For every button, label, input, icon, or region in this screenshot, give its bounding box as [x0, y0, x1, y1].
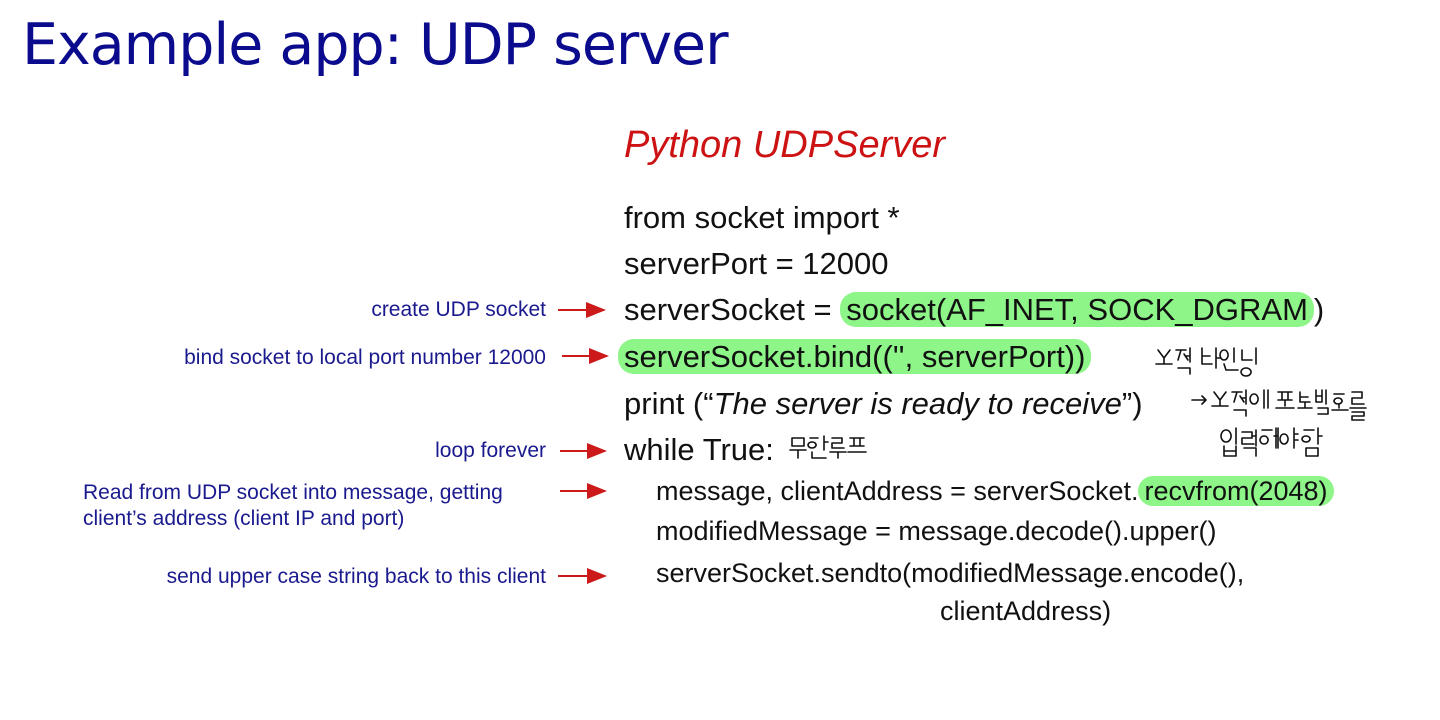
annotation-line: Read from UDP socket into message, getti…: [83, 481, 503, 504]
code-line-while: while True:: [624, 432, 774, 467]
annotation-bind-socket: bind socket to local port number 12000: [184, 346, 546, 369]
annotation-send: send upper case string back to this clie…: [166, 565, 546, 588]
code-highlight: serverSocket.bind(('', serverPort)): [618, 339, 1092, 374]
code-line-recvfrom: message, clientAddress = serverSocket.re…: [656, 476, 1334, 506]
slide-title: Example app: UDP server: [22, 12, 729, 78]
code-string: The server is ready to receive: [713, 386, 1122, 421]
code-line-bind: serverSocket.bind(('', serverPort)): [618, 339, 1092, 374]
code-text: message, clientAddress = serverSocket.: [656, 476, 1139, 506]
handwritten-print-note-line2: [1220, 427, 1323, 457]
annotation-loop-forever: loop forever: [435, 439, 546, 462]
code-highlight: recvfrom(2048): [1138, 476, 1334, 506]
handwritten-loop-note: [789, 435, 867, 459]
code-text: ”): [1121, 386, 1143, 421]
code-highlight: socket(AF_INET, SOCK_DGRAM: [840, 292, 1314, 327]
handwritten-bind-note: [1155, 347, 1257, 377]
code-line-import: from socket import *: [624, 200, 900, 235]
annotation-line: client’s address (client IP and port): [83, 507, 405, 531]
code-line-client-address: clientAddress): [940, 596, 1112, 626]
annotation-read-socket: Read from UDP socket into message, getti…: [83, 480, 503, 533]
annotation-create-socket: create UDP socket: [371, 298, 546, 321]
code-line-create-socket: serverSocket = socket(AF_INET, SOCK_DGRA…: [624, 292, 1325, 327]
code-text: print (“: [624, 386, 714, 421]
slide-subtitle: Python UDPServer: [624, 124, 946, 166]
code-line-port: serverPort = 12000: [624, 246, 889, 281]
code-line-print: print (“The server is ready to receive”): [624, 388, 1143, 419]
code-text: serverSocket =: [624, 292, 841, 327]
code-line-sendto: serverSocket.sendto(modifiedMessage.enco…: [656, 558, 1245, 588]
code-text: ): [1313, 292, 1325, 327]
code-line-modify: modifiedMessage = message.decode().upper…: [656, 516, 1217, 546]
handwritten-print-note-line1: [1191, 389, 1367, 421]
